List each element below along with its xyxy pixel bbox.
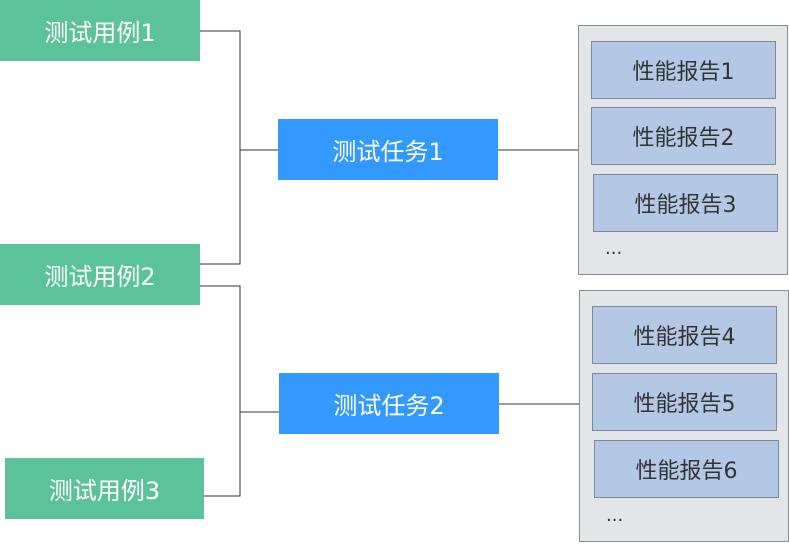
report-item: 性能报告5 [592, 373, 777, 431]
report-item: 性能报告2 [591, 107, 776, 165]
report-item: 性能报告3 [593, 174, 778, 232]
test-case-2: 测试用例2 [0, 244, 200, 305]
more-reports-ellipsis: ... [606, 505, 624, 526]
report-item: 性能报告6 [594, 440, 779, 498]
report-label: 性能报告3 [634, 193, 737, 218]
report-group-2: 性能报告4 性能报告5 性能报告6 ... [579, 290, 789, 542]
test-case-3: 测试用例3 [5, 458, 204, 519]
report-label: 性能报告5 [633, 392, 736, 417]
connector-case3-task2 [204, 412, 241, 497]
report-item: 性能报告4 [592, 306, 777, 364]
test-case-1: 测试用例1 [0, 0, 200, 61]
test-task-1: 测试任务1 [278, 119, 498, 180]
connector-case2-task2 [200, 285, 279, 413]
test-task-2-label: 测试任务2 [333, 392, 445, 420]
connector-case2-task1 [200, 150, 241, 265]
report-label: 性能报告2 [632, 126, 735, 151]
test-task-2: 测试任务2 [279, 373, 499, 434]
test-task-1-label: 测试任务1 [332, 138, 444, 166]
test-case-2-label: 测试用例2 [44, 263, 156, 291]
report-group-1: 性能报告1 性能报告2 性能报告3 ... [578, 25, 788, 275]
connector-case1-task1 [200, 30, 278, 151]
test-case-3-label: 测试用例3 [48, 477, 161, 505]
report-label: 性能报告1 [632, 60, 735, 85]
test-case-1-label: 测试用例1 [44, 19, 156, 47]
report-item: 性能报告1 [591, 41, 776, 99]
report-label: 性能报告4 [633, 325, 736, 350]
more-reports-ellipsis: ... [605, 238, 623, 259]
report-label: 性能报告6 [635, 459, 738, 484]
